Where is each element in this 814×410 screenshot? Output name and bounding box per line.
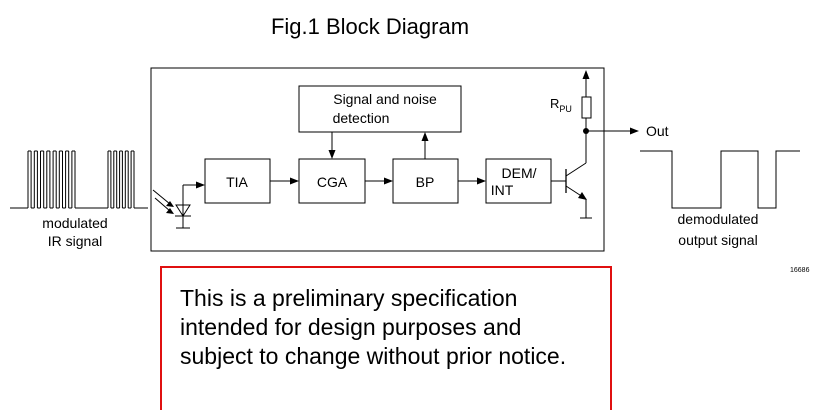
output-label-line1: demodulated [678,211,759,227]
bp-label: BP [416,174,435,190]
dem-int-block [485,158,552,204]
output-waveform [640,150,800,209]
signal-noise-detection-block [298,85,462,133]
cga-block [298,158,366,204]
detection-label-line1: Signal and noise [333,91,437,107]
burst1-pulses [27,150,76,209]
arrow-detection-to-cga [328,150,336,159]
arrow-to-bp [384,177,393,185]
input-waveform [10,150,148,209]
arrow-to-dem [477,177,486,185]
npn-transistor-icon [565,131,592,219]
out-label: Out [646,123,669,139]
notice-text: This is a preliminary specification inte… [180,285,567,369]
preliminary-notice-box: This is a preliminary specification inte… [160,266,612,410]
bp-block [392,158,459,204]
output-label-line2: output signal [678,232,757,248]
detection-label-line2: detection [333,110,390,126]
dem-label-line1: DEM/ [502,165,537,181]
arrow-to-tia [196,181,205,189]
figure-code: 16686 [790,267,810,274]
cga-label: CGA [317,174,348,190]
figure-title: Fig.1 Block Diagram [271,14,469,39]
dem-label-line2: INT [491,182,514,198]
burst2-pulses [107,150,135,209]
arrow-to-cga [290,177,299,185]
ic-enclosure [150,67,605,252]
input-label-line1: modulated [42,215,107,231]
input-label-line2: IR signal [48,233,102,249]
arrow-bp-to-detection [421,132,429,141]
out-arrow-icon [630,127,639,135]
photodiode-icon [152,185,191,229]
tia-label: TIA [226,174,248,190]
pull-up-resistor-icon [581,70,592,131]
rpu-label: RPU [550,96,572,114]
